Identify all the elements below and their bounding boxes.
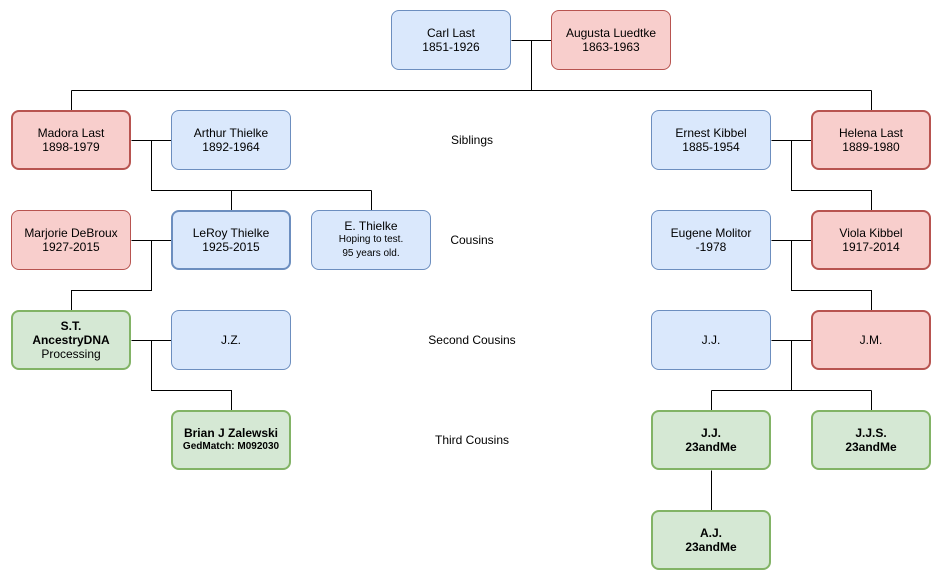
person-carl-last[interactable]: Carl Last 1851-1926 <box>391 10 511 70</box>
person-years: 1851-1926 <box>422 40 480 54</box>
person-jj-child[interactable]: J.J. 23andMe <box>651 410 771 470</box>
person-name: J.J.S. <box>855 426 887 440</box>
person-jm[interactable]: J.M. <box>811 310 931 370</box>
person-years: -1978 <box>695 240 727 254</box>
person-name: Augusta Luedtke <box>565 26 657 40</box>
person-note: 95 years old. <box>342 248 400 259</box>
person-helena-last[interactable]: Helena Last 1889-1980 <box>811 110 931 170</box>
person-name: Arthur Thielke <box>193 126 269 140</box>
person-years: 1927-2015 <box>42 240 100 254</box>
person-test: AncestryDNA <box>32 333 110 347</box>
person-note: Hoping to test. <box>338 234 404 245</box>
person-arthur-thielke[interactable]: Arthur Thielke 1892-1964 <box>171 110 291 170</box>
connector-eugene-viola <box>771 240 872 311</box>
person-test: 23andMe <box>685 440 737 454</box>
person-e-thielke[interactable]: E. Thielke Hoping to test. 95 years old. <box>311 210 431 270</box>
person-madora-last[interactable]: Madora Last 1898-1979 <box>11 110 131 170</box>
person-years: 1917-2014 <box>842 240 900 254</box>
connector-jj-jm <box>711 340 872 411</box>
person-years: 1898-1979 <box>42 140 100 154</box>
person-aj[interactable]: A.J. 23andMe <box>651 510 771 570</box>
person-years: 1885-1954 <box>682 140 740 154</box>
person-jj-parent[interactable]: J.J. <box>651 310 771 370</box>
person-leroy-thielke[interactable]: LeRoy Thielke 1925-2015 <box>171 210 291 270</box>
person-name: Viola Kibbel <box>839 226 903 240</box>
person-years: 1863-1963 <box>582 40 640 54</box>
person-augusta-luedtke[interactable]: Augusta Luedtke 1863-1963 <box>551 10 671 70</box>
person-name: J.J. <box>700 426 721 440</box>
person-years: 1925-2015 <box>202 240 260 254</box>
person-name: A.J. <box>699 526 722 540</box>
person-name: Helena Last <box>838 126 904 140</box>
generation-label-siblings: Siblings <box>450 133 494 147</box>
generation-label-third-cousins: Third Cousins <box>434 433 510 447</box>
person-jjs[interactable]: J.J.S. 23andMe <box>811 410 931 470</box>
person-name: J.J. <box>701 333 721 347</box>
person-ernest-kibbel[interactable]: Ernest Kibbel 1885-1954 <box>651 110 771 170</box>
generation-label-cousins: Cousins <box>450 233 494 247</box>
person-name: Marjorie DeBroux <box>24 226 118 240</box>
person-name: LeRoy Thielke <box>192 226 270 240</box>
person-name: S.T. <box>60 319 82 333</box>
generation-label-second-cousins: Second Cousins <box>428 333 516 347</box>
person-years: 1889-1980 <box>842 140 900 154</box>
connector-st-jz <box>131 340 232 411</box>
connector-marjorie-leroy <box>71 240 172 311</box>
person-name: E. Thielke <box>344 219 398 233</box>
person-status: Processing <box>41 347 101 361</box>
connector-madora-arthur <box>131 140 372 211</box>
person-name: J.Z. <box>221 333 241 347</box>
person-st[interactable]: S.T. AncestryDNA Processing <box>11 310 131 370</box>
person-test: 23andMe <box>685 540 737 554</box>
person-name: J.M. <box>859 333 883 347</box>
person-marjorie-debroux[interactable]: Marjorie DeBroux 1927-2015 <box>11 210 131 270</box>
person-years: 1892-1964 <box>202 140 260 154</box>
person-jz[interactable]: J.Z. <box>171 310 291 370</box>
person-name: Carl Last <box>426 26 476 40</box>
connector-ernest-helena <box>771 140 872 211</box>
person-name: Brian J Zalewski <box>183 426 279 440</box>
person-name: Ernest Kibbel <box>675 126 747 140</box>
connector-root-to-children <box>71 40 872 111</box>
person-test: GedMatch: M092030 <box>182 441 280 452</box>
person-viola-kibbel[interactable]: Viola Kibbel 1917-2014 <box>811 210 931 270</box>
person-eugene-molitor[interactable]: Eugene Molitor -1978 <box>651 210 771 270</box>
person-name: Eugene Molitor <box>670 226 752 240</box>
person-name: Madora Last <box>37 126 105 140</box>
person-brian-zalewski[interactable]: Brian J Zalewski GedMatch: M092030 <box>171 410 291 470</box>
person-test: 23andMe <box>845 440 897 454</box>
